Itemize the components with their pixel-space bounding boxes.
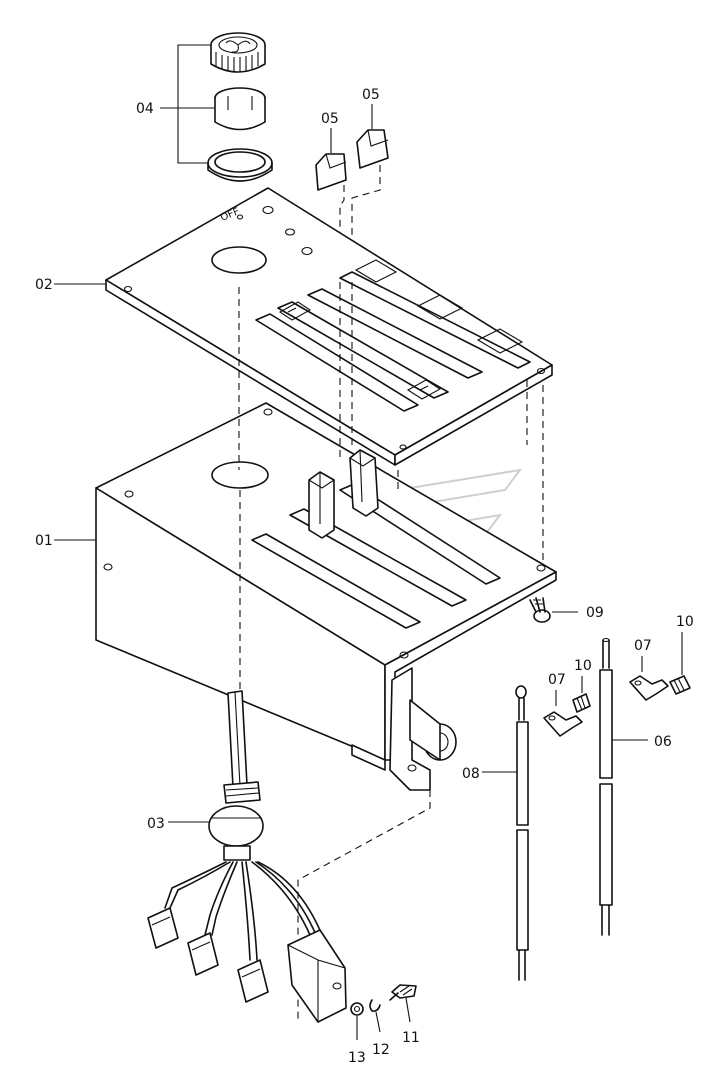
control-box bbox=[54, 402, 557, 791]
callout-04: 04 bbox=[136, 101, 154, 117]
callout-05-right: 05 bbox=[362, 87, 380, 103]
screw-09 bbox=[529, 597, 578, 623]
callout-01: 01 bbox=[35, 533, 53, 549]
rod-08 bbox=[482, 685, 529, 981]
callout-08: 08 bbox=[462, 766, 480, 782]
alignment-lines bbox=[238, 282, 544, 1020]
rotary-switch bbox=[168, 690, 264, 861]
callout-07-right: 07 bbox=[634, 638, 652, 654]
knob-assembly bbox=[160, 32, 273, 182]
callout-13: 13 bbox=[348, 1050, 366, 1066]
bolts-10 bbox=[572, 632, 691, 713]
callout-11: 11 bbox=[402, 1030, 420, 1046]
callout-05-left: 05 bbox=[321, 111, 339, 127]
callout-12: 12 bbox=[372, 1042, 390, 1058]
callout-10-left: 10 bbox=[574, 658, 592, 674]
callout-06: 06 bbox=[654, 734, 672, 750]
bolt-washers bbox=[350, 984, 417, 1040]
callout-02: 02 bbox=[35, 277, 53, 293]
clamps-07 bbox=[543, 656, 669, 737]
rod-06 bbox=[599, 637, 648, 936]
cover-plate: OFF bbox=[54, 187, 553, 466]
wire-harness bbox=[147, 861, 347, 1023]
callout-09: 09 bbox=[586, 605, 604, 621]
callout-10-right: 10 bbox=[676, 614, 694, 630]
callout-03: 03 bbox=[147, 816, 165, 832]
lever-caps bbox=[315, 104, 389, 272]
callout-labels: 04 05 05 02 01 09 10 10 07 07 06 08 03 1… bbox=[35, 87, 694, 1066]
callout-07-left: 07 bbox=[548, 672, 566, 688]
